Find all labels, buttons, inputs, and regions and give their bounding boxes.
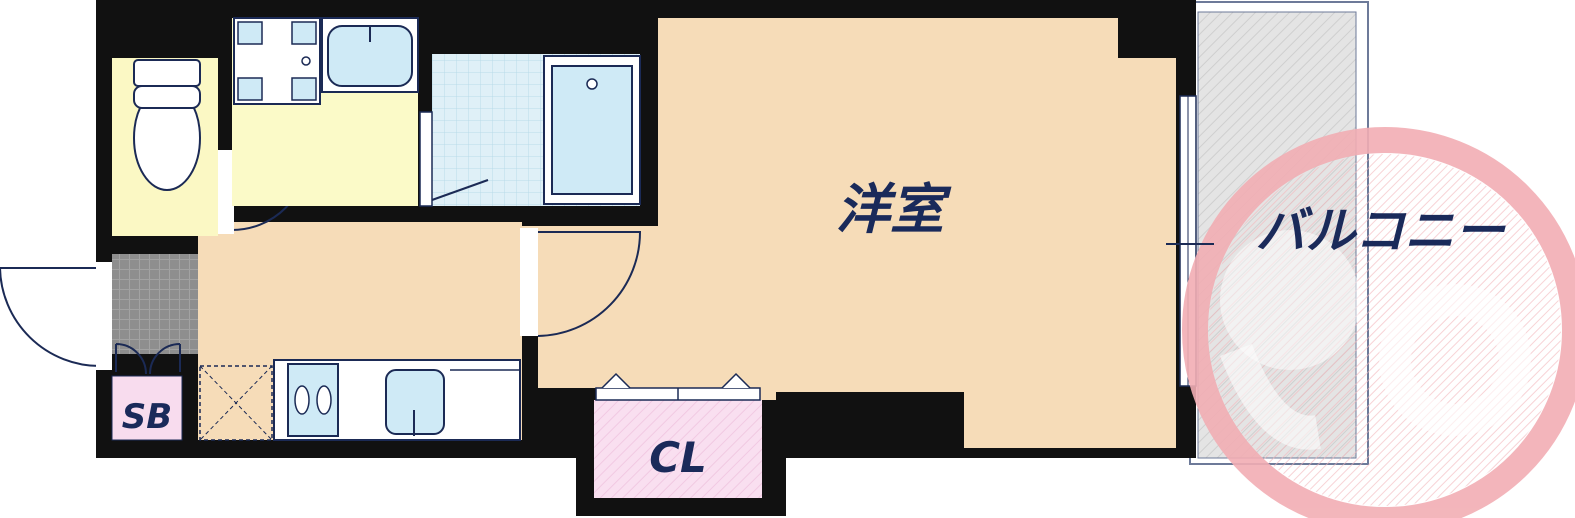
toilet-room [112,58,309,236]
refrigerator-space-icon [199,365,273,441]
balcony-label: バルコニー [1256,202,1507,260]
bathroom [419,54,641,207]
western-room-label: 洋室 [836,178,952,241]
closet: CL [594,372,762,498]
kitchen [199,359,521,441]
washroom [232,17,419,206]
entrance [0,254,198,370]
toilet-icon [133,59,201,191]
stove-icon [287,363,339,437]
sink-icon [385,369,445,436]
shoe-box: SB [111,343,183,441]
closet-label: CL [649,433,707,482]
watermark-logo [1182,127,1575,518]
room-door [520,228,642,337]
western-room-floor [538,18,1176,448]
washbasin-icon [321,17,419,93]
washing-machine-icon [233,17,321,105]
bathtub-icon [543,55,641,205]
shoe-box-label: SB [122,397,172,437]
